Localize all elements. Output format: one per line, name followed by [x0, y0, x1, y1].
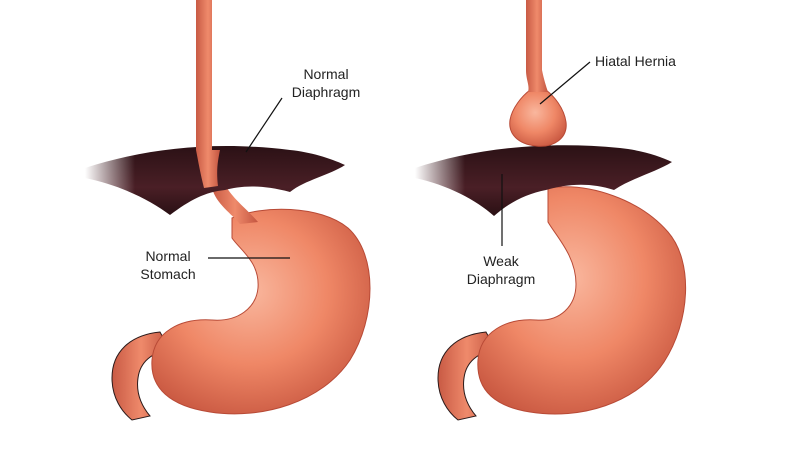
- normal-diaphragm-label: Normal Diaphragm: [286, 65, 366, 101]
- weak-diaphragm-label-line1: Weak: [483, 253, 519, 269]
- normal-esophagus-lower: [212, 186, 258, 224]
- hiatal-hernia-leader: [539, 61, 591, 105]
- normal-stomach-label-line1: Normal: [145, 248, 191, 264]
- normal-esophagus-upper: [196, 0, 220, 188]
- normal-stomach-label-line2: Stomach: [140, 266, 196, 282]
- normal-anatomy-group: [85, 0, 371, 421]
- normal-duodenum: [111, 331, 171, 421]
- hernia-anatomy-group: [415, 0, 687, 421]
- weak-diaphragm-shape: [415, 145, 672, 216]
- normal-diaphragm-label-line1: Normal: [303, 66, 349, 82]
- hernia-duodenum: [437, 331, 497, 421]
- normal-stomach-label: Normal Stomach: [132, 247, 204, 283]
- hiatal-hernia-label: Hiatal Hernia: [595, 52, 676, 70]
- normal-diaphragm-leader: [245, 97, 283, 153]
- hiatal-hernia-label-text: Hiatal Hernia: [595, 53, 676, 69]
- weak-diaphragm-label-line2: Diaphragm: [466, 271, 536, 287]
- normal-stomach-shape: [151, 208, 371, 415]
- weak-diaphragm-label: Weak Diaphragm: [458, 252, 544, 288]
- hernia-stomach-shape: [477, 186, 687, 415]
- hernia-bulge: [509, 89, 567, 147]
- hernia-esophagus-upper: [526, 0, 548, 92]
- normal-diaphragm-label-line2: Diaphragm: [291, 84, 361, 100]
